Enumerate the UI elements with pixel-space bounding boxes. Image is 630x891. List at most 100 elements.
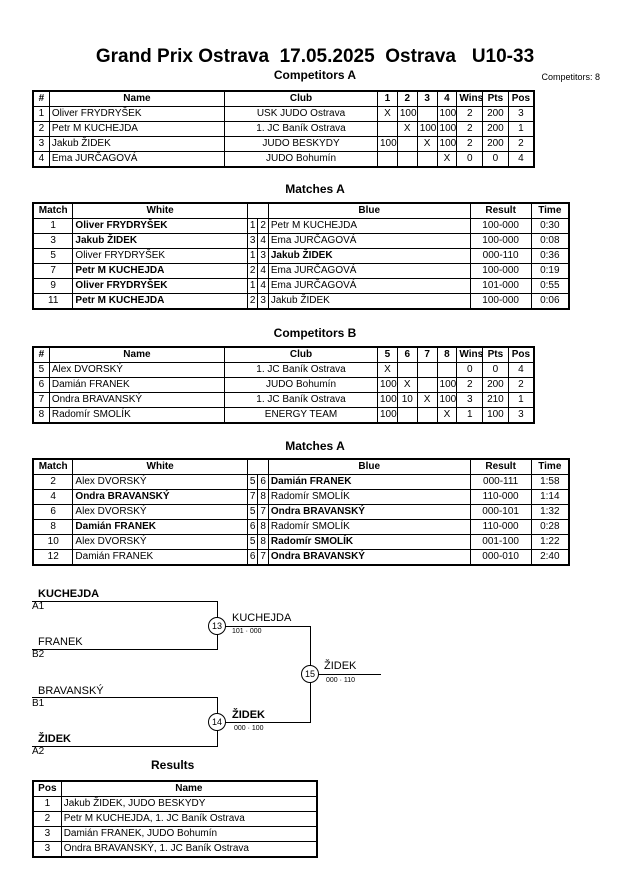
table-cell: 100 [436, 377, 458, 393]
table-cell [436, 362, 458, 378]
table-cell: 1 [507, 121, 535, 137]
table-cell: 200 [482, 377, 509, 393]
table-cell: 200 [482, 106, 509, 122]
sf2-top-seed: B1 [32, 698, 45, 709]
table-cell [416, 151, 438, 168]
competitors-a-heading: Competitors A [273, 68, 357, 82]
table-cell: 3 [507, 407, 535, 424]
table-cell: 7 [32, 392, 50, 408]
table-cell: USK JUDO Ostrava [224, 106, 378, 122]
table-cell: 4 [507, 151, 535, 168]
matches-b-heading: Matches A [285, 439, 345, 453]
match-number: 9 [32, 278, 74, 294]
match-number: 2 [32, 474, 74, 490]
column-header [257, 202, 269, 219]
blue-seed: 6 [257, 474, 269, 490]
table-cell [416, 106, 438, 122]
table-cell: 210 [482, 392, 509, 408]
match-time: 0:55 [530, 278, 570, 294]
table-cell: X [377, 106, 398, 122]
column-header: Wins [456, 346, 484, 363]
column-header: 6 [396, 346, 418, 363]
table-cell: ENERGY TEAM [224, 407, 378, 424]
white-seed: 3 [246, 233, 259, 249]
column-header: Result [469, 458, 532, 475]
sf1-score: 101 · 000 [232, 628, 262, 635]
white-seed: 7 [246, 489, 259, 505]
table-cell: 1. JC Baník Ostrava [224, 121, 378, 137]
white-seed: 1 [246, 218, 259, 234]
table-cell: 3 [507, 106, 535, 122]
table-cell [416, 362, 438, 378]
table-cell [416, 407, 438, 424]
blue-name: Jakub ŽIDEK [267, 293, 471, 310]
table-cell: 2 [456, 121, 484, 137]
table-cell: 100 [377, 407, 398, 424]
match-result: 100-000 [469, 233, 532, 249]
table-cell: 3 [456, 392, 484, 408]
result-name: Petr M KUCHEJDA, 1. JC Baník Ostrava [60, 811, 318, 827]
match-result: 000-111 [469, 474, 532, 490]
column-header: # [32, 90, 50, 107]
table-cell: X [436, 151, 458, 168]
table-cell [396, 407, 418, 424]
white-seed: 2 [246, 293, 259, 310]
results-heading: Results [151, 758, 195, 772]
table-cell [416, 377, 438, 393]
table-cell: 3 [32, 136, 50, 152]
match-time: 1:22 [530, 534, 570, 550]
table-cell: 10 [396, 392, 418, 408]
white-seed: 5 [246, 504, 259, 520]
table-cell: JUDO BESKYDY [224, 136, 378, 152]
table-cell [377, 121, 398, 137]
white-seed: 1 [246, 278, 259, 294]
blue-seed: 3 [257, 248, 269, 264]
match-result: 110-000 [469, 489, 532, 505]
white-seed: 6 [246, 549, 259, 566]
table-cell: 2 [507, 136, 535, 152]
table-cell: 5 [32, 362, 50, 378]
blue-name: Radomír SMOLÍK [267, 519, 471, 535]
final-match-number: 15 [301, 665, 319, 683]
sf2-bottom-seed: A2 [32, 746, 45, 757]
sf1-match-number: 13 [208, 617, 226, 635]
column-header: White [72, 202, 248, 219]
blue-seed: 8 [257, 519, 269, 535]
table-cell [396, 151, 418, 168]
result-name: Jakub ŽIDEK, JUDO BESKYDY [60, 796, 318, 812]
column-header: Match [32, 202, 74, 219]
table-cell: 200 [482, 136, 509, 152]
blue-seed: 2 [257, 218, 269, 234]
table-cell [377, 151, 398, 168]
match-result: 101-000 [469, 278, 532, 294]
match-number: 3 [32, 233, 74, 249]
page-title: Grand Prix Ostrava 17.05.2025 Ostrava U1… [95, 46, 535, 67]
match-number: 11 [32, 293, 74, 310]
blue-seed: 4 [257, 263, 269, 279]
result-name: Damián FRANEK, JUDO Bohumín [60, 826, 318, 842]
column-header [247, 458, 258, 475]
match-time: 1:58 [530, 474, 570, 490]
column-header: # [32, 346, 50, 363]
table-cell: X [416, 392, 438, 408]
column-header: 5 [377, 346, 398, 363]
table-cell: 1 [32, 106, 50, 122]
blue-name: Ema JURČAGOVÁ [267, 233, 471, 249]
match-result: 000-110 [469, 248, 532, 264]
match-result: 001-100 [469, 534, 532, 550]
blue-name: Ema JURČAGOVÁ [267, 278, 471, 294]
match-time: 0:28 [530, 519, 570, 535]
